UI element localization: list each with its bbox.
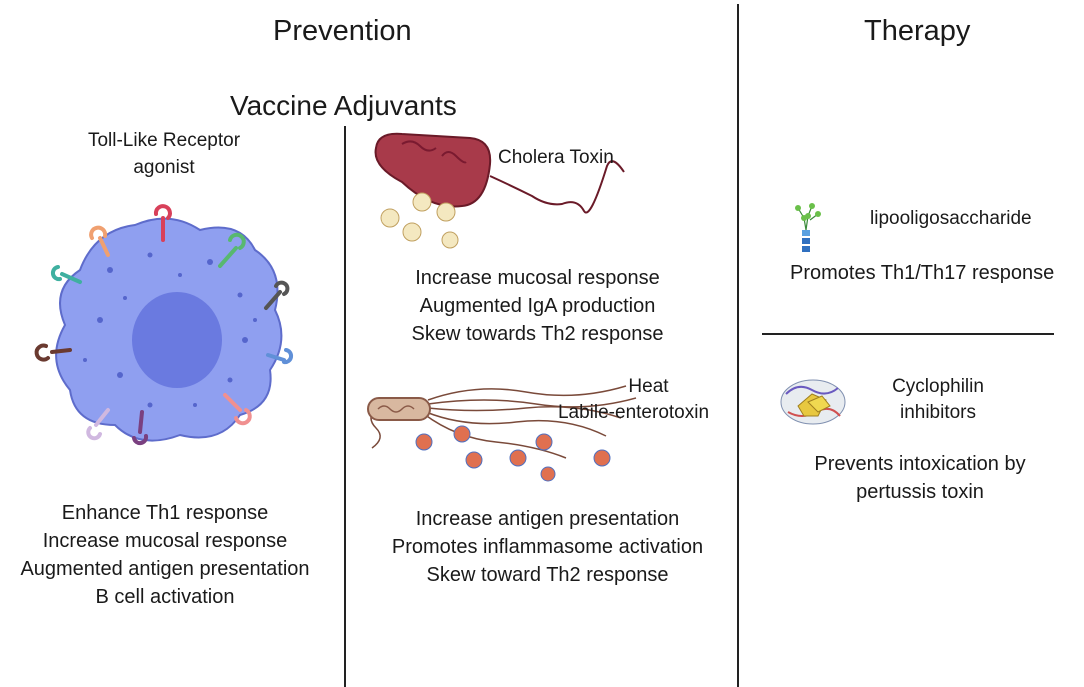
cholera-effects: Increase mucosal response Augmented IgA … (370, 264, 705, 348)
tlr-effect-3: Augmented antigen presentation (20, 558, 310, 580)
main-divider (737, 4, 739, 687)
therapy-horizontal-divider (762, 333, 1054, 335)
heat-labile-effect-3: Skew toward Th2 response (426, 564, 669, 586)
cyclophilin-label-line1: Cyclophilin (892, 376, 984, 397)
receptor-purple (132, 410, 149, 446)
tlr-effect-1: Enhance Th1 response (61, 502, 269, 524)
cholera-label: Cholera Toxin (498, 147, 614, 168)
cholera-toxin-particles (380, 192, 459, 249)
lipo-label: lipooligosaccharide (870, 208, 1032, 229)
cholera-flagellum (489, 160, 625, 214)
lipooligosaccharide-icon (795, 203, 821, 252)
tlr-effects: Enhance Th1 response Increase mucosal re… (0, 499, 330, 611)
lipo-effect: Promotes Th1/Th17 response (790, 262, 1055, 284)
receptor-brown (34, 343, 72, 362)
cyclophilin-protein-icon (780, 379, 846, 425)
heat-labile-toxin-particles (415, 425, 611, 482)
tlr-label-line2: agonist (133, 156, 195, 178)
ecoli-bacterium-illustration (367, 385, 637, 482)
cholera-effect-2: Augmented IgA production (419, 295, 656, 317)
tlr-label: Toll-Like Receptor agonist (54, 130, 274, 180)
ecoli-cell-body (367, 397, 431, 421)
therapy-title: Therapy (864, 15, 971, 47)
prevention-subdivider (344, 126, 346, 687)
cyclophilin-effect-2: pertussis toxin (856, 481, 984, 503)
dendritic-cell-illustration (34, 204, 294, 446)
receptor-salmon (223, 393, 252, 426)
heat-labile-label-line1: Heat (628, 376, 669, 397)
cyclophilin-label-line2: inhibitors (899, 401, 977, 423)
receptor-green (218, 232, 246, 268)
cyclophilin-label: Cyclophilin inhibitors (878, 376, 998, 425)
prevention-title: Prevention (273, 15, 412, 47)
receptor-lavender (86, 408, 110, 441)
cholera-bacterium-illustration (374, 132, 625, 249)
vaccine-adjuvants-title: Vaccine Adjuvants (230, 90, 457, 121)
cholera-cell-body (374, 132, 492, 208)
cholera-effect-1: Increase mucosal response (415, 267, 660, 289)
receptor-blue (266, 348, 294, 365)
tlr-effect-2: Increase mucosal response (42, 530, 288, 552)
ecoli-flagella (370, 385, 637, 459)
cyclophilin-effects: Prevents intoxication by pertussis toxin (785, 450, 1055, 506)
heat-labile-effects: Increase antigen presentation Promotes i… (370, 505, 725, 589)
receptor-red (153, 204, 172, 242)
cell-nucleus (132, 292, 222, 388)
heat-labile-label: Heat Labile-enterotoxin (546, 376, 721, 425)
heat-labile-label-line2: Labile-enterotoxin (557, 401, 710, 423)
cyclophilin-effect-1: Prevents intoxication by (814, 453, 1026, 475)
heat-labile-effect-2: Promotes inflammasome activation (391, 536, 704, 558)
tlr-label-line1: Toll-Like Receptor (87, 130, 241, 151)
receptor-teal (50, 265, 82, 284)
receptor-gray (264, 280, 290, 310)
heat-labile-effect-1: Increase antigen presentation (415, 508, 680, 530)
cholera-effect-3: Skew towards Th2 response (411, 323, 664, 345)
tlr-effect-4: B cell activation (95, 586, 235, 608)
receptor-orange (89, 225, 110, 257)
